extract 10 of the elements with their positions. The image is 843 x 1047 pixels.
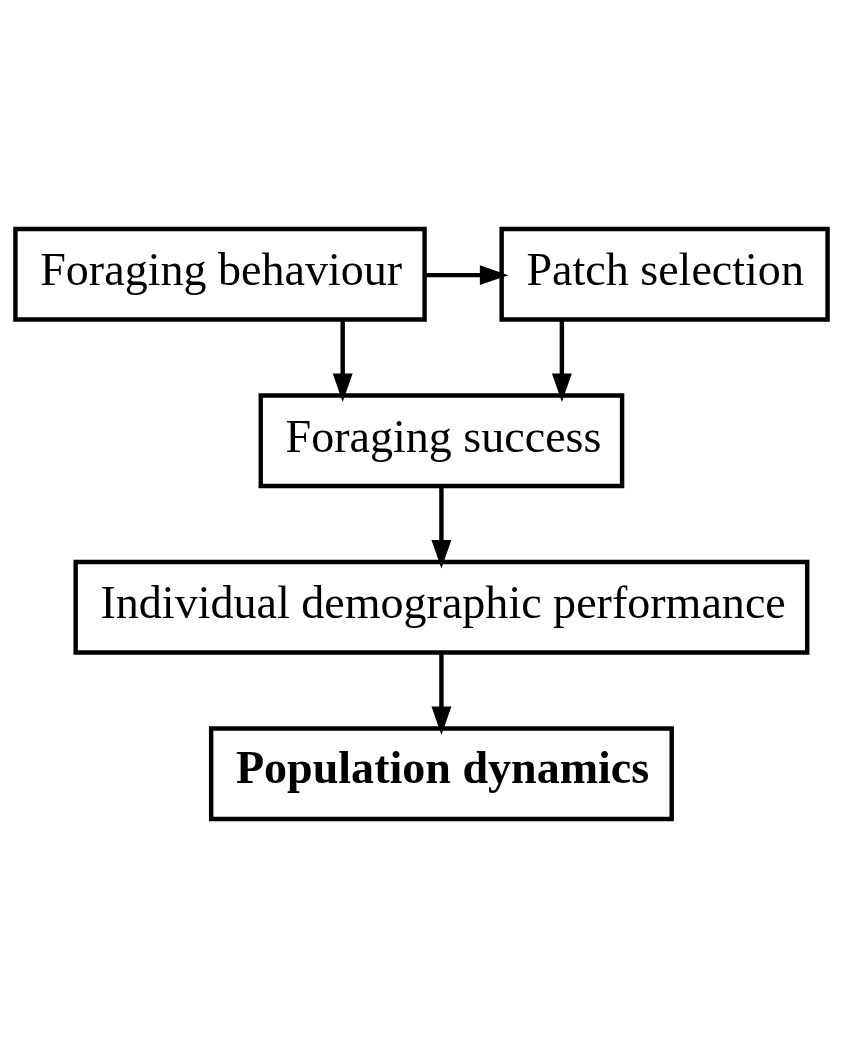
node-box: Patch selection: [499, 226, 830, 322]
arrow: [332, 319, 353, 402]
arrow: [431, 485, 452, 569]
arrow: [424, 264, 509, 285]
node-box: Foraging behaviour: [13, 226, 427, 322]
node-box: Foraging success: [258, 392, 625, 488]
node-box: Individual demographic performance: [73, 559, 810, 655]
arrow: [551, 319, 572, 402]
node-box: Population dynamics: [208, 725, 674, 821]
arrow: [431, 652, 452, 735]
